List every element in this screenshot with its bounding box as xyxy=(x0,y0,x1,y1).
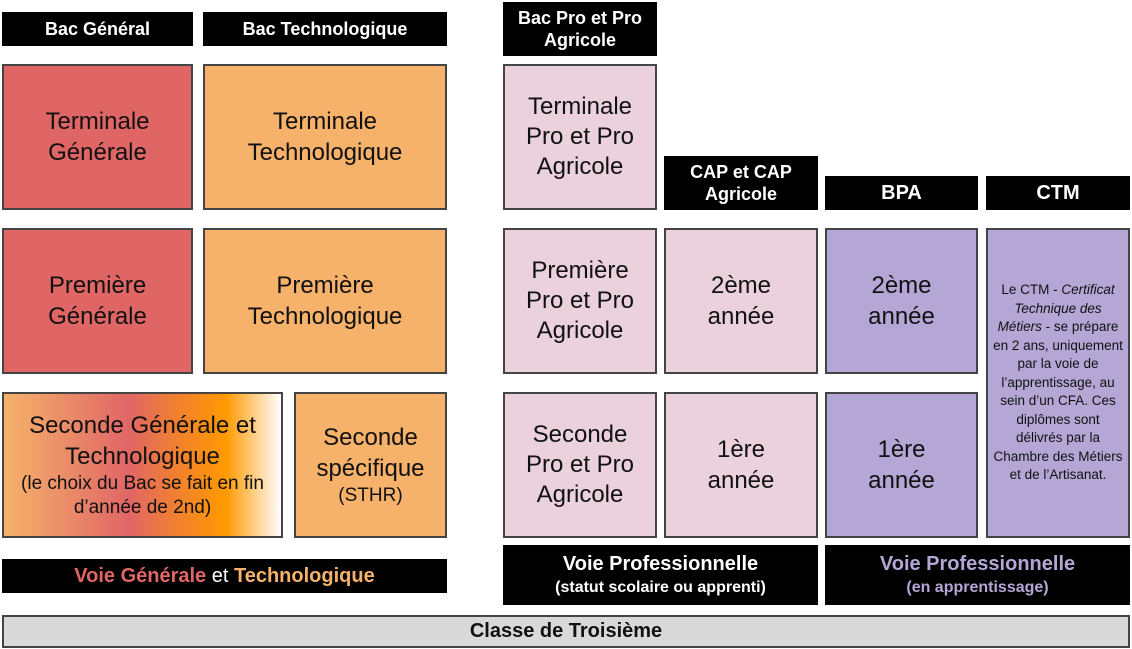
terminale-techno-box: Terminale Technologique xyxy=(203,64,447,210)
voie-pro-app-sub: (en apprentissage) xyxy=(906,579,1049,596)
voie-pro-title: Voie Professionnelle xyxy=(562,553,759,575)
header-bac-general: Bac Général xyxy=(2,12,193,46)
seconde-pro-box: Seconde Pro et Pro Agricole xyxy=(503,392,657,538)
ctm-text-a: Le CTM - xyxy=(1001,282,1062,298)
voie-pro-apprentissage-label: Voie Professionnelle (en apprentissage) xyxy=(825,545,1130,605)
header-bpa: BPA xyxy=(825,176,978,210)
voie-gt-label: Voie Générale et Technologique xyxy=(2,559,447,593)
header-cap: CAP et CAP Agricole xyxy=(664,156,818,210)
terminale-generale-box: Terminale Générale xyxy=(2,64,193,210)
header-bac-techno: Bac Technologique xyxy=(203,12,447,46)
classe-de-troisieme-bar: Classe de Troisième xyxy=(2,615,1130,648)
seconde-gt-box: Seconde Générale et Technologique (le ch… xyxy=(2,392,283,538)
bpa-1ere-box: 1ère année xyxy=(825,392,978,538)
terminale-pro-box: Terminale Pro et Pro Agricole xyxy=(503,64,657,210)
seconde-gt-note: (le choix du Bac se fait en fin d’année … xyxy=(21,473,264,518)
technologique-text: Technologique xyxy=(233,565,375,587)
header-ctm: CTM xyxy=(986,176,1130,210)
seconde-spe-note: (STHR) xyxy=(338,485,403,506)
ctm-text-b: Certificat Technique des Métiers xyxy=(997,282,1115,335)
bpa-2eme-box: 2ème année xyxy=(825,228,978,374)
premiere-generale-box: Première Générale xyxy=(2,228,193,374)
premiere-pro-box: Première Pro et Pro Agricole xyxy=(503,228,657,374)
ctm-description-box: Le CTM - Certificat Technique des Métier… xyxy=(986,228,1130,538)
voie-generale-text: Voie Générale xyxy=(74,565,207,587)
seconde-spe-title: Seconde spécifique xyxy=(316,424,425,482)
cap-2eme-box: 2ème année xyxy=(664,228,818,374)
cap-1ere-box: 1ère année xyxy=(664,392,818,538)
ctm-text-c: - se prépare en 2 ans, uniquement par la… xyxy=(993,319,1123,483)
voie-pro-sub: (statut scolaire ou apprenti) xyxy=(555,579,766,596)
header-bac-pro: Bac Pro et Pro Agricole xyxy=(503,2,657,56)
seconde-specifique-box: Seconde spécifique (STHR) xyxy=(294,392,447,538)
voie-pro-app-title: Voie Professionnelle xyxy=(879,553,1076,575)
seconde-gt-title: Seconde Générale et Technologique xyxy=(29,412,256,470)
voie-pro-label: Voie Professionnelle (statut scolaire ou… xyxy=(503,545,818,605)
et-text: et xyxy=(206,565,234,587)
premiere-techno-box: Première Technologique xyxy=(203,228,447,374)
